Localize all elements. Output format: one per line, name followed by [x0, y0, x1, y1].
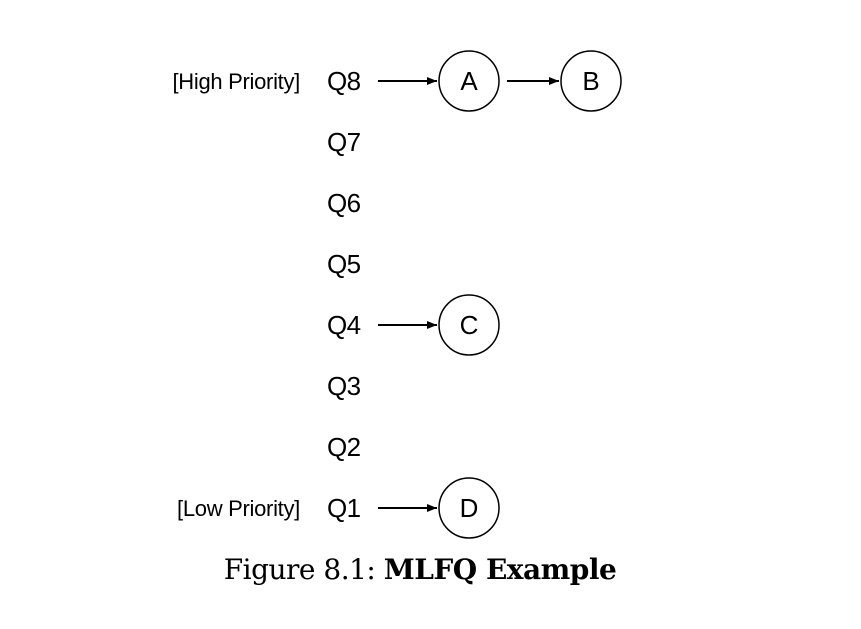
- queue-label: Q3: [327, 371, 361, 401]
- queue-label: Q4: [327, 310, 361, 340]
- queue-row: Q8 A B: [327, 50, 622, 112]
- low-priority-label: [Low Priority]: [177, 496, 300, 521]
- caption-prefix: Figure 8.1:: [223, 553, 384, 586]
- job-label: D: [460, 493, 479, 523]
- queue-row: Q3: [327, 371, 361, 401]
- queue-row: Q1 D: [327, 477, 500, 539]
- queue-label: Q8: [327, 66, 361, 96]
- job-label: C: [460, 310, 479, 340]
- queue-row: Q7: [327, 127, 361, 157]
- queue-label: Q6: [327, 188, 361, 218]
- queue-row: Q5: [327, 249, 361, 279]
- queue-label: Q7: [327, 127, 361, 157]
- high-priority-label: [High Priority]: [172, 69, 300, 94]
- job-node: [438, 477, 500, 539]
- queue-row: Q4 C: [327, 294, 500, 356]
- queue-label: Q5: [327, 249, 361, 279]
- queue-row: Q2: [327, 432, 361, 462]
- caption-title: MLFQ Example: [383, 553, 617, 586]
- job-label: B: [582, 66, 599, 96]
- job-node: [560, 50, 622, 112]
- job-label: A: [460, 66, 478, 96]
- figure-caption: Figure 8.1: MLFQ Example: [0, 553, 840, 586]
- queue-label: Q2: [327, 432, 361, 462]
- queue-row: Q6: [327, 188, 361, 218]
- job-node: [438, 294, 500, 356]
- queue-label: Q1: [327, 493, 361, 523]
- job-node: [438, 50, 500, 112]
